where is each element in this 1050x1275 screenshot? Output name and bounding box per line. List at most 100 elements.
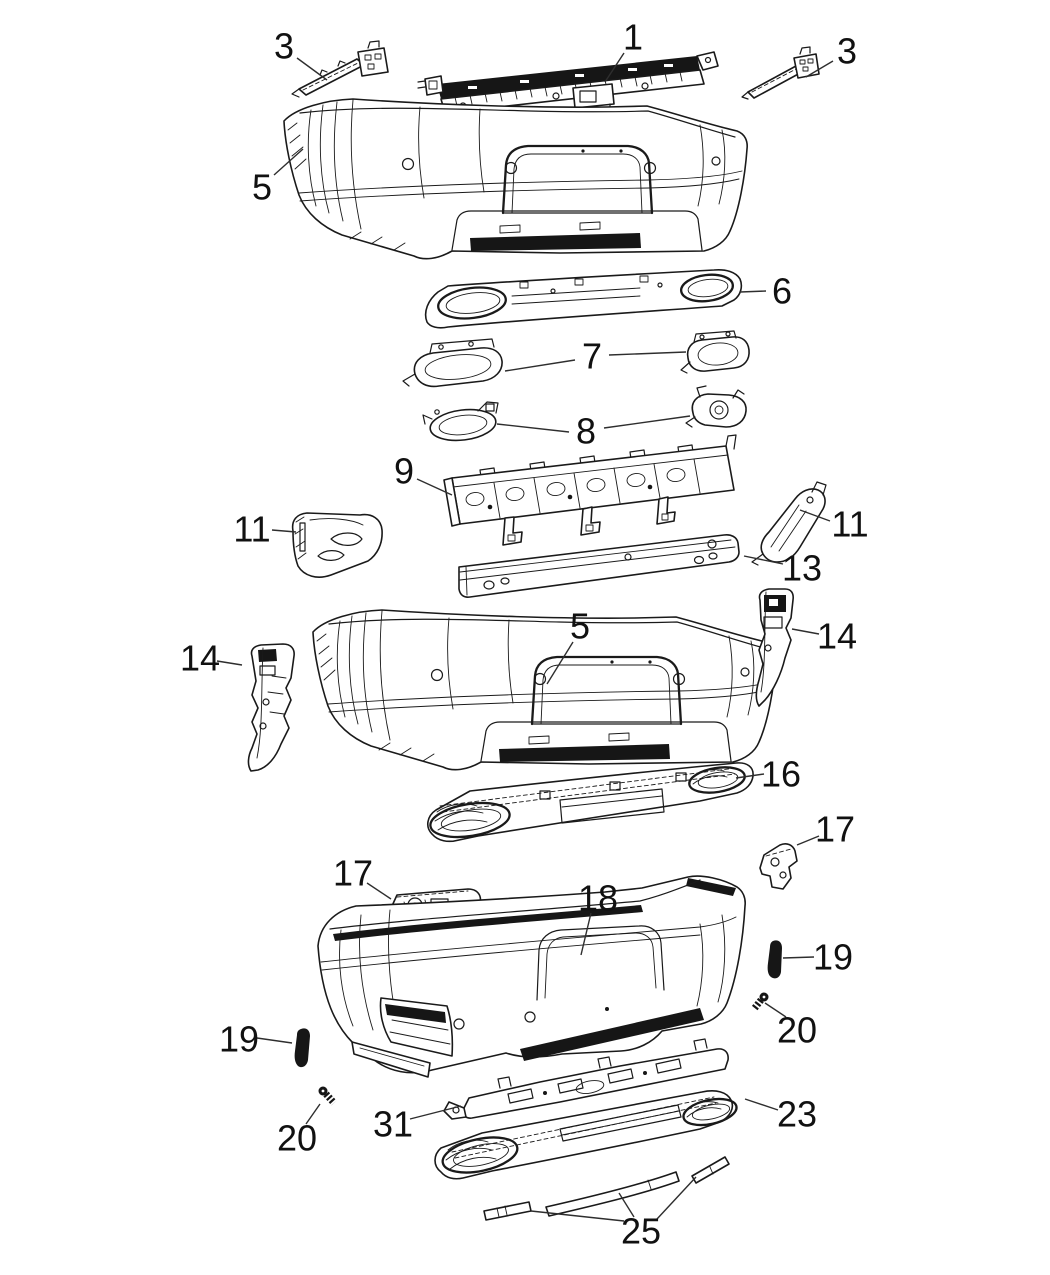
- part-20-right-screw: [751, 992, 769, 1012]
- leader-line: [216, 660, 243, 666]
- callout-label: 3: [274, 26, 294, 67]
- callout-3-right[interactable]: 3: [805, 31, 857, 78]
- leader-line: [496, 423, 570, 433]
- part-7-bezel-left: [402, 338, 503, 388]
- part-9-bracket-rail: [443, 434, 737, 546]
- callout-14-right[interactable]: 14: [791, 616, 857, 657]
- callout-label: 6: [772, 271, 792, 312]
- callout-7[interactable]: 7: [504, 336, 687, 377]
- leader-line: [796, 835, 820, 846]
- leader-line: [799, 509, 831, 522]
- leader-line: [504, 359, 576, 372]
- callout-25[interactable]: 25: [530, 1176, 697, 1252]
- callout-1[interactable]: 1: [604, 17, 643, 83]
- callout-label: 11: [233, 509, 270, 550]
- callout-label: 1: [623, 17, 643, 58]
- callout-11-left[interactable]: 11: [233, 509, 297, 550]
- callout-label: 19: [219, 1019, 259, 1060]
- leader-line: [273, 148, 304, 176]
- leader-line: [764, 1002, 787, 1018]
- leader-line: [530, 1210, 625, 1222]
- part-6-valance: [424, 269, 743, 329]
- callout-8[interactable]: 8: [496, 411, 691, 452]
- callout-5-upper[interactable]: 5: [252, 148, 304, 208]
- callout-14-left[interactable]: 14: [180, 638, 243, 679]
- part-5-fascia-lower: [311, 608, 778, 771]
- leader-line: [739, 290, 767, 293]
- part-23-diffuser: [434, 1090, 738, 1180]
- part-14-right-bracket: [755, 588, 794, 707]
- part-18-fascia: [317, 875, 746, 1078]
- part-3-right-bracket: [741, 46, 820, 100]
- part-5-fascia-upper: [283, 98, 748, 260]
- leader-line: [805, 60, 834, 78]
- part-16-diffuser: [427, 762, 754, 843]
- callout-label: 31: [373, 1104, 413, 1145]
- leader-line: [604, 52, 625, 83]
- callout-16[interactable]: 16: [735, 754, 801, 795]
- leader-line: [256, 1037, 293, 1044]
- callout-label: 19: [813, 937, 853, 978]
- part-11-left-bracket: [291, 512, 383, 578]
- callout-label: 17: [815, 809, 855, 850]
- leader-line: [618, 1192, 635, 1218]
- part-31-support: [443, 1038, 729, 1120]
- callout-20-right[interactable]: 20: [764, 1002, 817, 1051]
- leader-line: [409, 1105, 462, 1120]
- callout-18[interactable]: 18: [578, 878, 618, 956]
- leader-line: [656, 1176, 697, 1220]
- part-8-actuator-right: [685, 385, 747, 428]
- callout-label: 20: [777, 1010, 817, 1051]
- part-14-left-bracket: [247, 643, 295, 772]
- callout-label: 11: [831, 504, 868, 545]
- callout-label: 23: [777, 1094, 817, 1135]
- leader-line: [782, 956, 815, 959]
- callout-label: 17: [333, 853, 373, 894]
- leader-line: [743, 555, 784, 565]
- part-8-bezel-left: [422, 401, 499, 442]
- leader-line: [744, 1098, 779, 1111]
- callout-17-left[interactable]: 17: [333, 853, 392, 900]
- leader-line: [735, 773, 765, 779]
- leader-line: [416, 478, 453, 496]
- callout-label: 9: [394, 451, 414, 492]
- part-25-strips: [483, 1156, 730, 1221]
- callout-19-left[interactable]: 19: [219, 1019, 293, 1060]
- callout-3-left[interactable]: 3: [274, 26, 328, 81]
- part-19-left-reflector: [294, 1028, 310, 1068]
- callout-label: 8: [576, 411, 596, 452]
- leader-line: [580, 912, 592, 956]
- part-3-left-bracket: [291, 40, 389, 98]
- callout-6[interactable]: 6: [739, 271, 792, 312]
- callout-11-right[interactable]: 11: [799, 504, 869, 545]
- callout-label: 5: [570, 606, 590, 647]
- leader-line: [546, 641, 574, 685]
- callout-label: 20: [277, 1118, 317, 1159]
- part-17-right-bracket: [759, 843, 798, 890]
- leader-line: [271, 529, 297, 533]
- callout-label: 7: [582, 336, 602, 377]
- part-13-impact-bar: [458, 534, 740, 598]
- callout-label: 5: [252, 167, 272, 208]
- callout-31[interactable]: 31: [373, 1104, 462, 1145]
- callout-13[interactable]: 13: [743, 548, 822, 589]
- part-20-left-screw: [318, 1086, 337, 1106]
- part-1-reinforcement: [417, 51, 719, 115]
- leader-line: [791, 628, 820, 635]
- leader-line: [608, 351, 687, 356]
- callout-17-right[interactable]: 17: [796, 809, 855, 850]
- callout-9[interactable]: 9: [394, 451, 453, 496]
- callout-23[interactable]: 23: [744, 1094, 817, 1135]
- leader-line: [296, 57, 328, 81]
- callout-20-left[interactable]: 20: [277, 1103, 321, 1159]
- callout-19-right[interactable]: 19: [782, 937, 853, 978]
- callout-label: 3: [837, 31, 857, 72]
- callout-label: 14: [180, 638, 220, 679]
- callout-label: 13: [782, 548, 822, 589]
- callout-5-lower[interactable]: 5: [546, 606, 590, 685]
- callout-label: 18: [578, 878, 618, 919]
- callout-label: 14: [817, 616, 857, 657]
